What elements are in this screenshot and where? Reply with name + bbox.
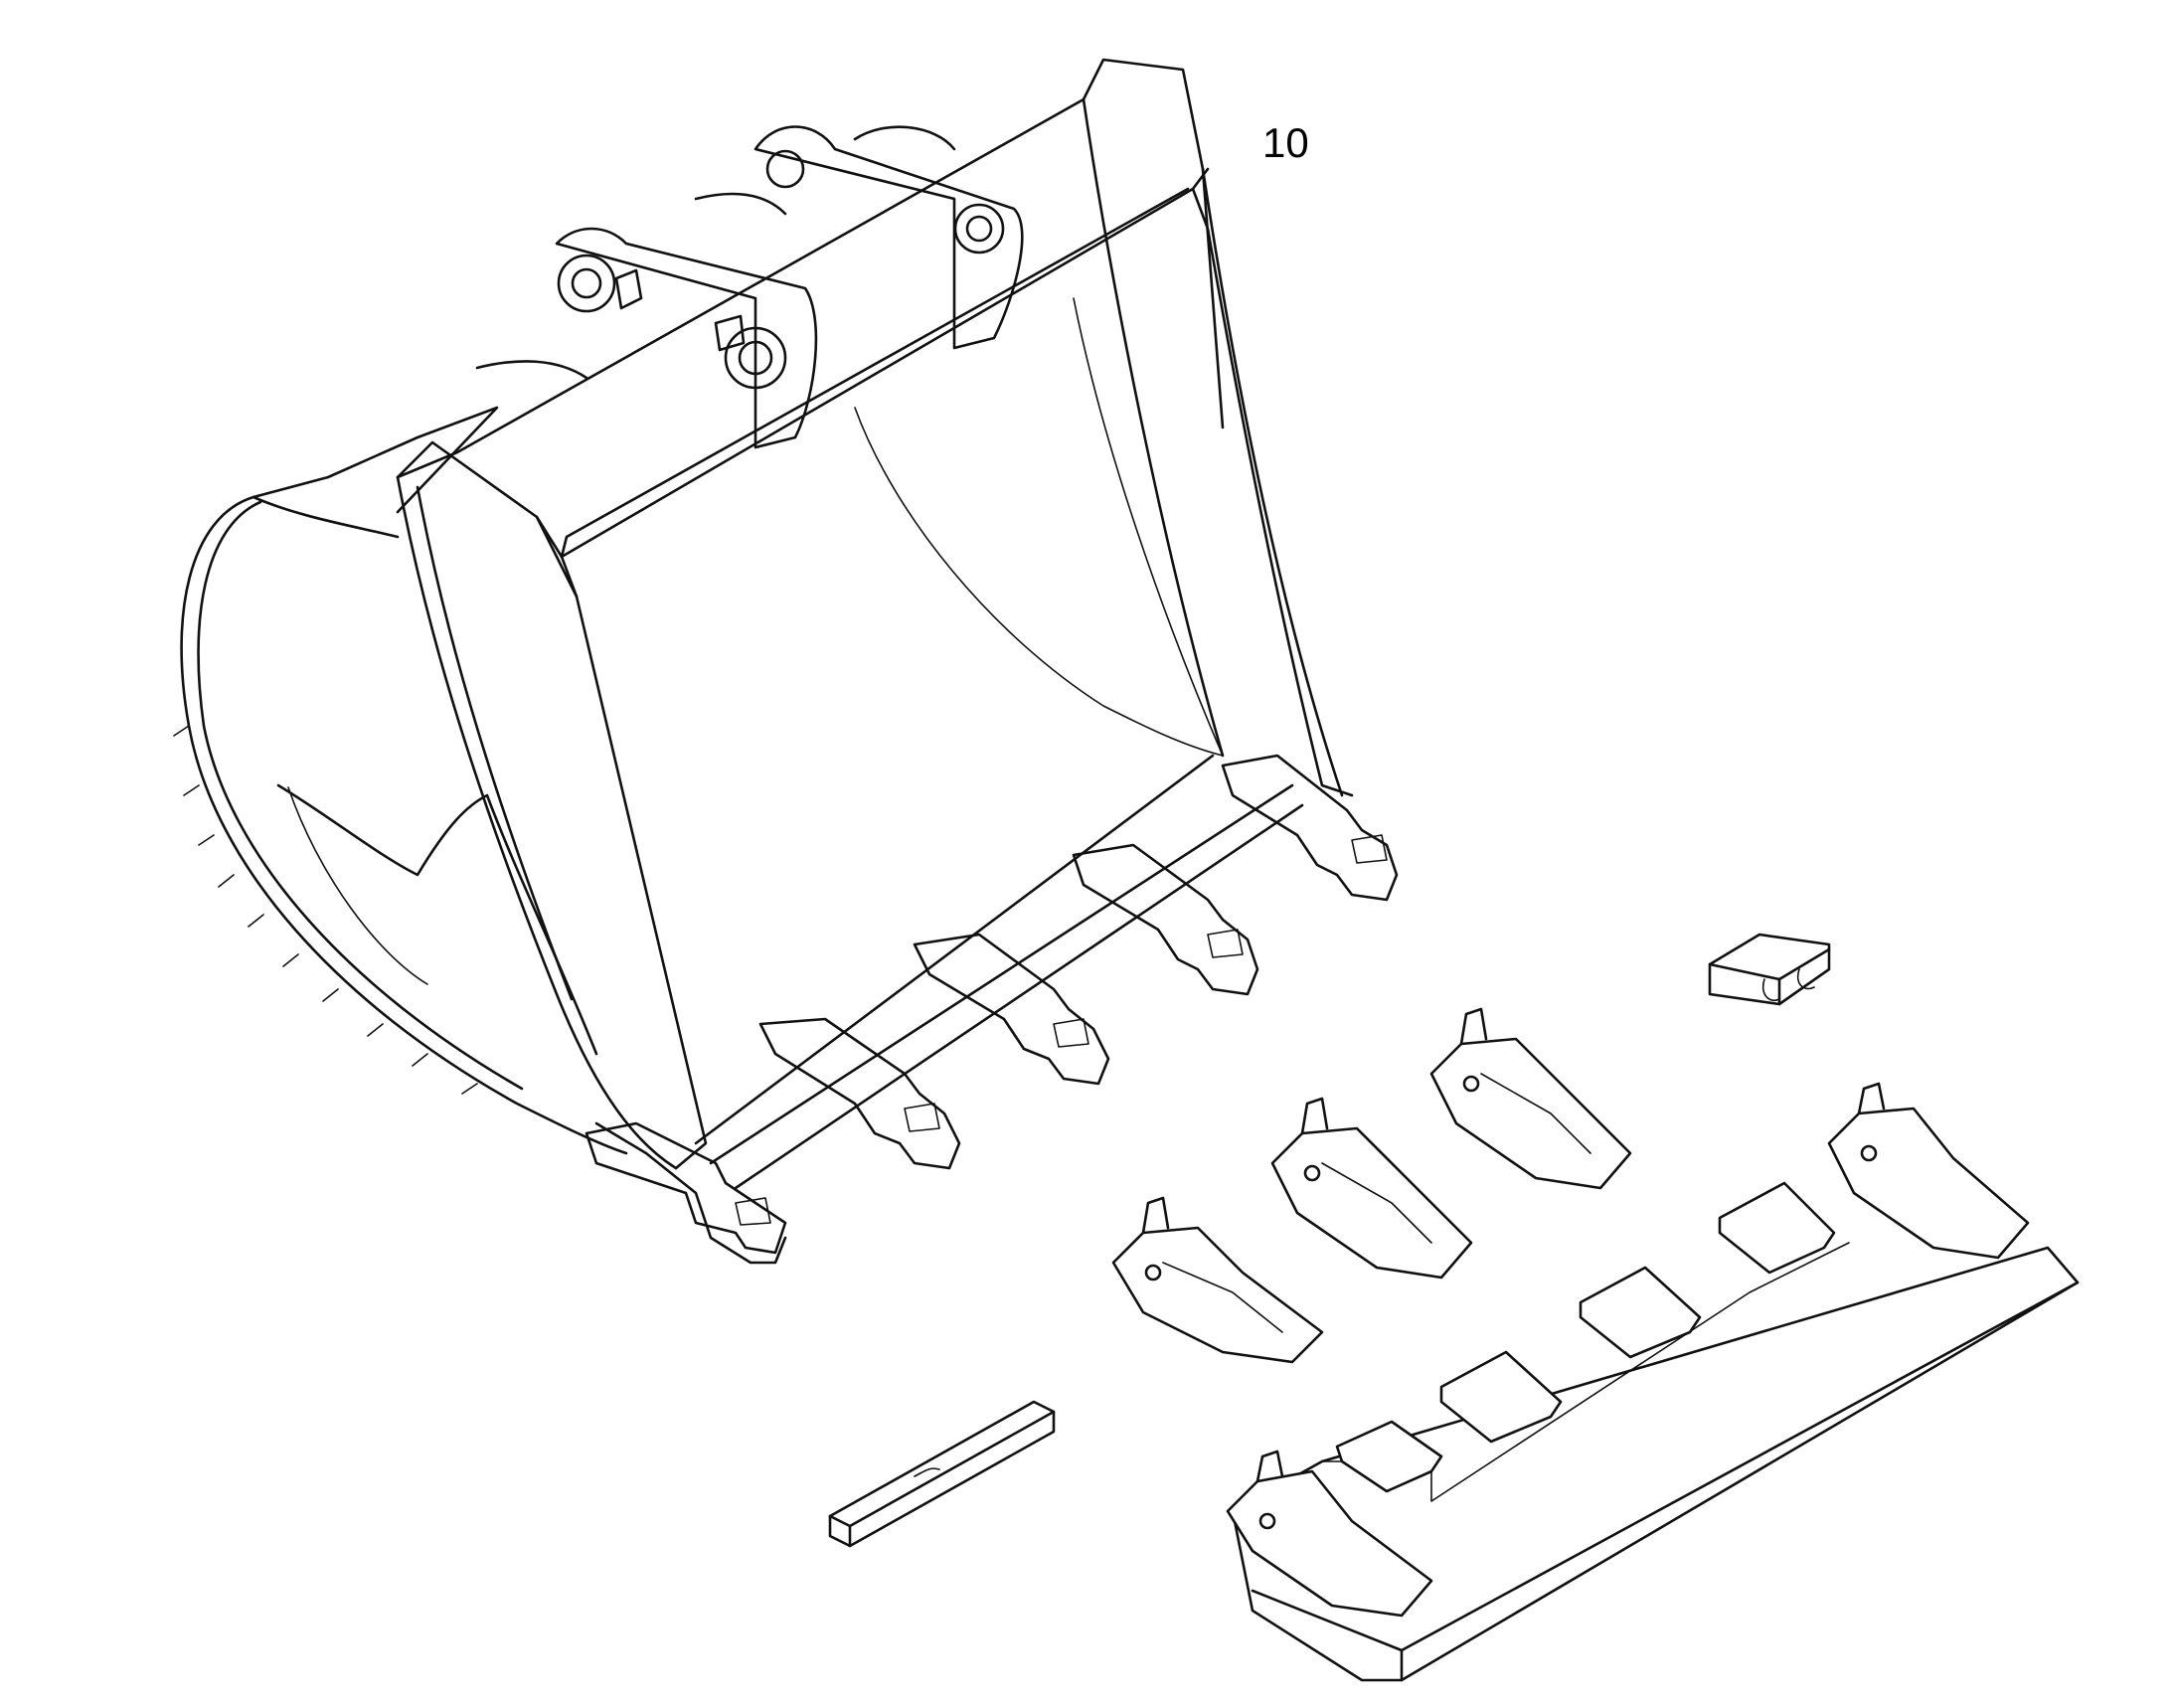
bucket-body — [173, 58, 1354, 1190]
wear-pad — [1439, 1350, 1563, 1444]
adapter-tooth — [1221, 754, 1399, 902]
adapter-tooth — [758, 1017, 961, 1170]
wear-pad — [1718, 1181, 1836, 1275]
adapter-tooth — [585, 1121, 787, 1255]
cutting-edge-segment — [828, 1400, 1056, 1548]
wear-pad — [1579, 1266, 1702, 1359]
wear-pad — [1335, 1420, 1443, 1493]
adapter-teeth-row — [585, 754, 1399, 1265]
adapter-tooth — [594, 1121, 787, 1265]
retainer-block — [1708, 933, 1831, 1006]
adapter-tooth — [913, 933, 1110, 1086]
bucket-tooth — [1270, 1097, 1473, 1280]
adapter-tooth — [1072, 843, 1259, 996]
bucket-tooth — [1111, 1196, 1324, 1364]
bucket-tooth — [1429, 1007, 1632, 1190]
callout-number: 10 — [1262, 119, 1309, 166]
